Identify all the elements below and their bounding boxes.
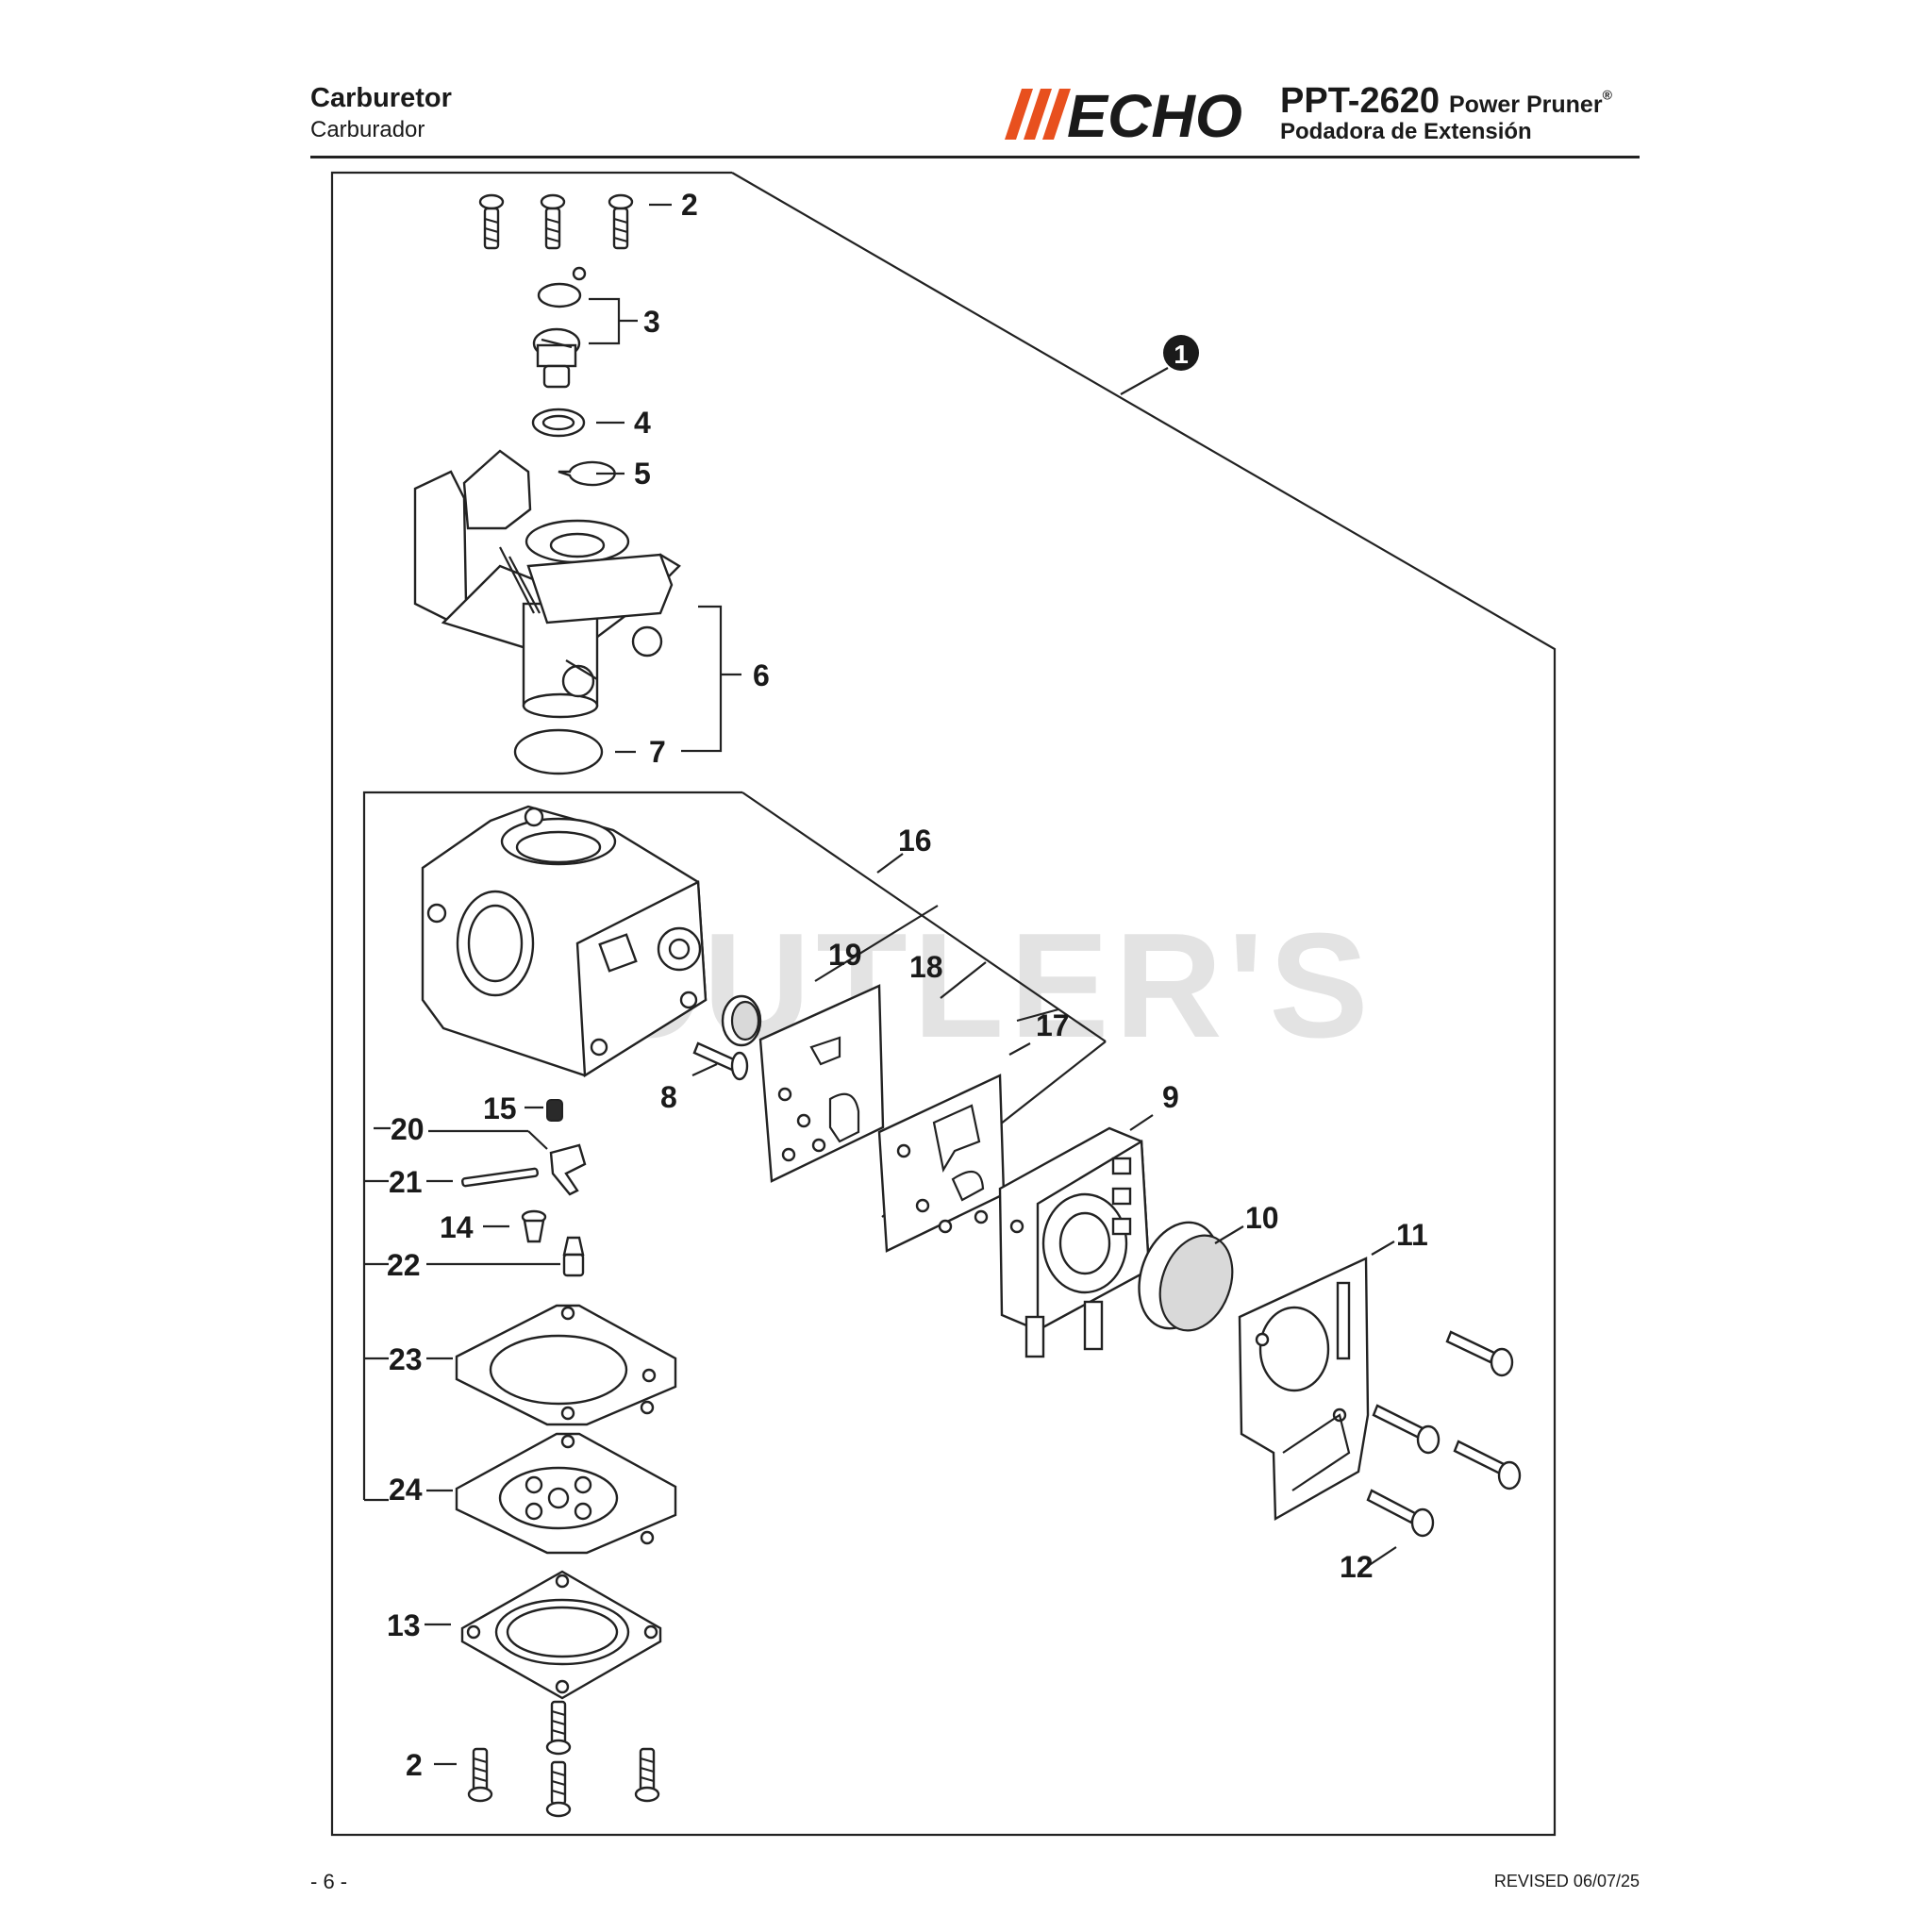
watermark: CUTLER'S bbox=[590, 903, 1374, 1069]
part-12-screw-3 bbox=[1453, 1440, 1522, 1491]
part-5-e-clip bbox=[558, 460, 616, 487]
callout-21: 21 bbox=[389, 1165, 423, 1199]
part-22-needle bbox=[562, 1236, 585, 1277]
screw-bottom-2 bbox=[545, 1700, 572, 1756]
logo-wordmark: ECHO bbox=[1067, 87, 1242, 142]
assembly-frame bbox=[330, 171, 1557, 1837]
model-name: Power Pruner bbox=[1449, 92, 1603, 118]
part-17-gasket bbox=[877, 1074, 1006, 1253]
part-20-lever bbox=[549, 1143, 587, 1196]
callout-10: 10 bbox=[1245, 1201, 1279, 1235]
part-4-washer bbox=[531, 408, 586, 438]
part-6-throttle-body bbox=[413, 449, 681, 719]
callout-3: 3 bbox=[643, 305, 660, 339]
part-10-primer-bulb bbox=[1138, 1221, 1234, 1332]
screw-bottom-3 bbox=[545, 1760, 572, 1818]
callout-13: 13 bbox=[387, 1608, 421, 1642]
screw-top-1 bbox=[478, 193, 505, 250]
callout-2-top: 2 bbox=[681, 188, 698, 222]
callout-17: 17 bbox=[1036, 1008, 1070, 1042]
callout-23: 23 bbox=[389, 1342, 423, 1376]
callout-19: 19 bbox=[828, 938, 862, 972]
part-7-o-ring bbox=[513, 728, 604, 775]
callout-22: 22 bbox=[387, 1248, 421, 1282]
model-line: PPT-2620 Power Pruner® bbox=[1280, 81, 1612, 122]
model-name-es: Podadora de Extensión bbox=[1280, 119, 1532, 144]
screw-top-3 bbox=[608, 193, 634, 250]
callout-16: 16 bbox=[898, 824, 932, 858]
part-18-gasket bbox=[758, 984, 885, 1183]
part-9-pump-body bbox=[998, 1126, 1151, 1358]
part-23-gasket bbox=[455, 1304, 677, 1426]
screw-bottom-1 bbox=[467, 1747, 493, 1803]
callout-12: 12 bbox=[1340, 1550, 1374, 1584]
revision-date: REVISED 06/07/25 bbox=[1493, 1872, 1640, 1890]
callout-4: 4 bbox=[634, 406, 651, 440]
part-12-screw-2 bbox=[1372, 1404, 1441, 1455]
model-number: PPT-2620 bbox=[1280, 81, 1440, 121]
part-19-filter-screen bbox=[721, 994, 762, 1047]
part-21-pin bbox=[461, 1167, 539, 1188]
carburetor-body bbox=[421, 805, 708, 1078]
callout-18: 18 bbox=[909, 950, 943, 984]
screw-top-2 bbox=[540, 193, 566, 250]
part-13-diaphragm-cover bbox=[460, 1570, 662, 1700]
echo-logo: ECHO bbox=[1005, 82, 1250, 150]
callout-11: 11 bbox=[1396, 1218, 1428, 1252]
callout-15: 15 bbox=[483, 1091, 517, 1125]
callout-5: 5 bbox=[634, 457, 651, 491]
part-15-spring bbox=[546, 1099, 563, 1122]
callout-1: 1 bbox=[1174, 340, 1189, 369]
part-3-adjust-screw bbox=[532, 266, 587, 389]
callout-20: 20 bbox=[391, 1112, 425, 1146]
part-8-inlet-fitting bbox=[692, 1041, 749, 1081]
callout-6: 6 bbox=[753, 658, 770, 692]
page-title: Carburetor bbox=[310, 83, 452, 113]
callout-2-bottom: 2 bbox=[406, 1748, 423, 1782]
screw-bottom-4 bbox=[634, 1747, 660, 1803]
header-rule bbox=[310, 156, 1640, 158]
part-12-screw-4 bbox=[1366, 1489, 1435, 1538]
callout-9: 9 bbox=[1162, 1080, 1179, 1114]
logo-stripes bbox=[1005, 89, 1071, 140]
callout-8: 8 bbox=[660, 1080, 677, 1114]
part-12-screw-1 bbox=[1445, 1330, 1514, 1377]
callout-24: 24 bbox=[389, 1473, 423, 1507]
part-14-screw bbox=[521, 1209, 547, 1243]
page-subtitle: Carburador bbox=[310, 117, 425, 142]
part-11-cover-plate bbox=[1238, 1257, 1370, 1522]
callout-14: 14 bbox=[440, 1210, 474, 1244]
callout-7: 7 bbox=[649, 735, 666, 769]
registered-mark: ® bbox=[1602, 87, 1612, 103]
page-number: - 6 - bbox=[310, 1870, 348, 1893]
part-24-diaphragm bbox=[455, 1432, 677, 1555]
callout-1-badge: 1 bbox=[1163, 335, 1199, 371]
